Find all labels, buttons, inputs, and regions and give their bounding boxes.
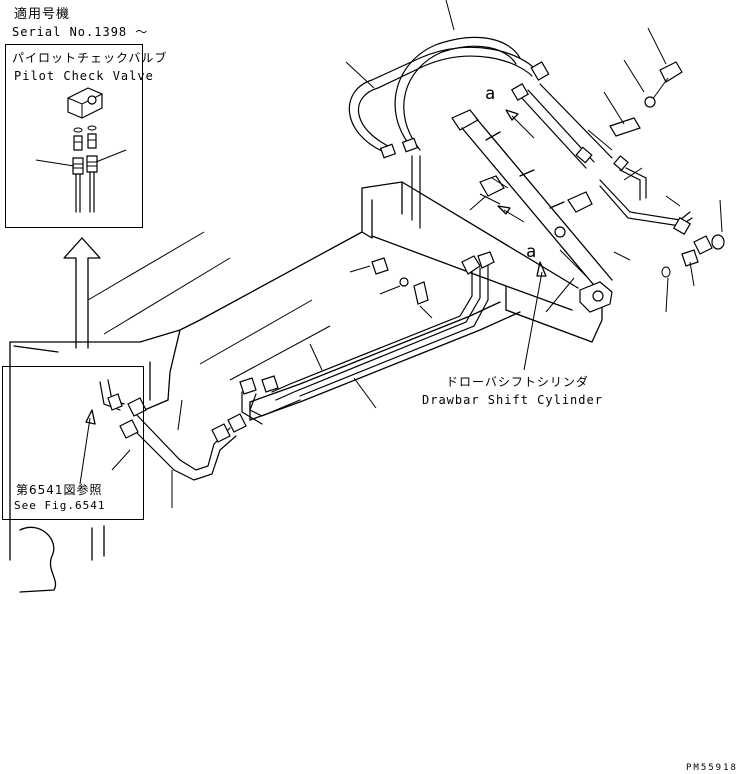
frame-structure: [10, 182, 602, 592]
marker-a-upper: a: [485, 84, 497, 104]
upward-arrow: [64, 238, 100, 348]
serial-label-jp: 適用号機: [14, 7, 71, 22]
marker-a-lower: a: [526, 242, 538, 262]
pilot-check-valve-inset-drawing: [36, 88, 126, 212]
drawing-code: PM55918: [686, 763, 738, 773]
reference-inset: [2, 366, 144, 520]
inset-title-en: Pilot Check Valve: [14, 69, 154, 83]
reference-label-en: See Fig.6541: [14, 499, 106, 512]
pilot-check-valve-inset: [5, 44, 143, 228]
inset-title-jp: パイロットチェックバルブ: [12, 51, 168, 65]
lower-pipes: [100, 264, 488, 480]
leader-lines: [112, 0, 722, 508]
fittings: [108, 62, 724, 442]
upper-hoses: [349, 37, 692, 228]
drawbar-shift-cylinder-drawing: [452, 110, 640, 312]
direction-arrows: [80, 110, 546, 484]
cylinder-label-en: Drawbar Shift Cylinder: [422, 393, 603, 407]
serial-label-en: Serial No.1398 〜: [12, 25, 149, 39]
cylinder-label-jp: ドローバシフトシリンダ: [446, 375, 589, 389]
reference-label-jp: 第6541図参照: [16, 483, 103, 497]
